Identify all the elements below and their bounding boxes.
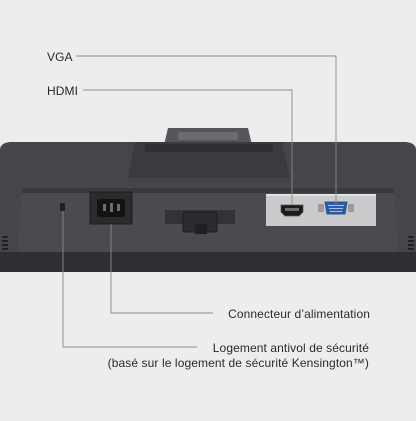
callout-hdmi: HDMI [47,84,79,98]
leader-lines [62,55,337,348]
power-pin-right [117,204,120,211]
leader-line-lock [62,211,197,348]
left-vents [2,236,8,250]
leader-line-power [110,224,213,314]
vga-pins [328,205,344,212]
io-panel-edge [266,194,376,196]
callout-power-connector: Connecteur d’alimentation [228,307,370,321]
port-well-shadow [22,188,394,193]
callout-vga: VGA [47,50,73,64]
callout-security-slot-note: (basé sur le logement de sécurité Kensin… [107,356,369,370]
monitor-bottom-lip [0,252,416,272]
power-pin-left [103,204,106,211]
cable-clip-hook [195,224,207,234]
callout-security-slot: Logement antivol de sécurité [212,341,369,355]
power-pin-mid [110,203,113,212]
vga-screw-left [318,204,324,212]
right-vents [408,236,414,250]
vga-screw-right [348,204,354,212]
hdmi-port-tongue [285,208,299,211]
leader-line-vga [76,55,337,203]
kensington-slot [60,203,65,211]
stand-mount-plate [145,144,273,152]
leader-line-hdmi [83,89,293,205]
stand-neck-plate [178,132,238,140]
